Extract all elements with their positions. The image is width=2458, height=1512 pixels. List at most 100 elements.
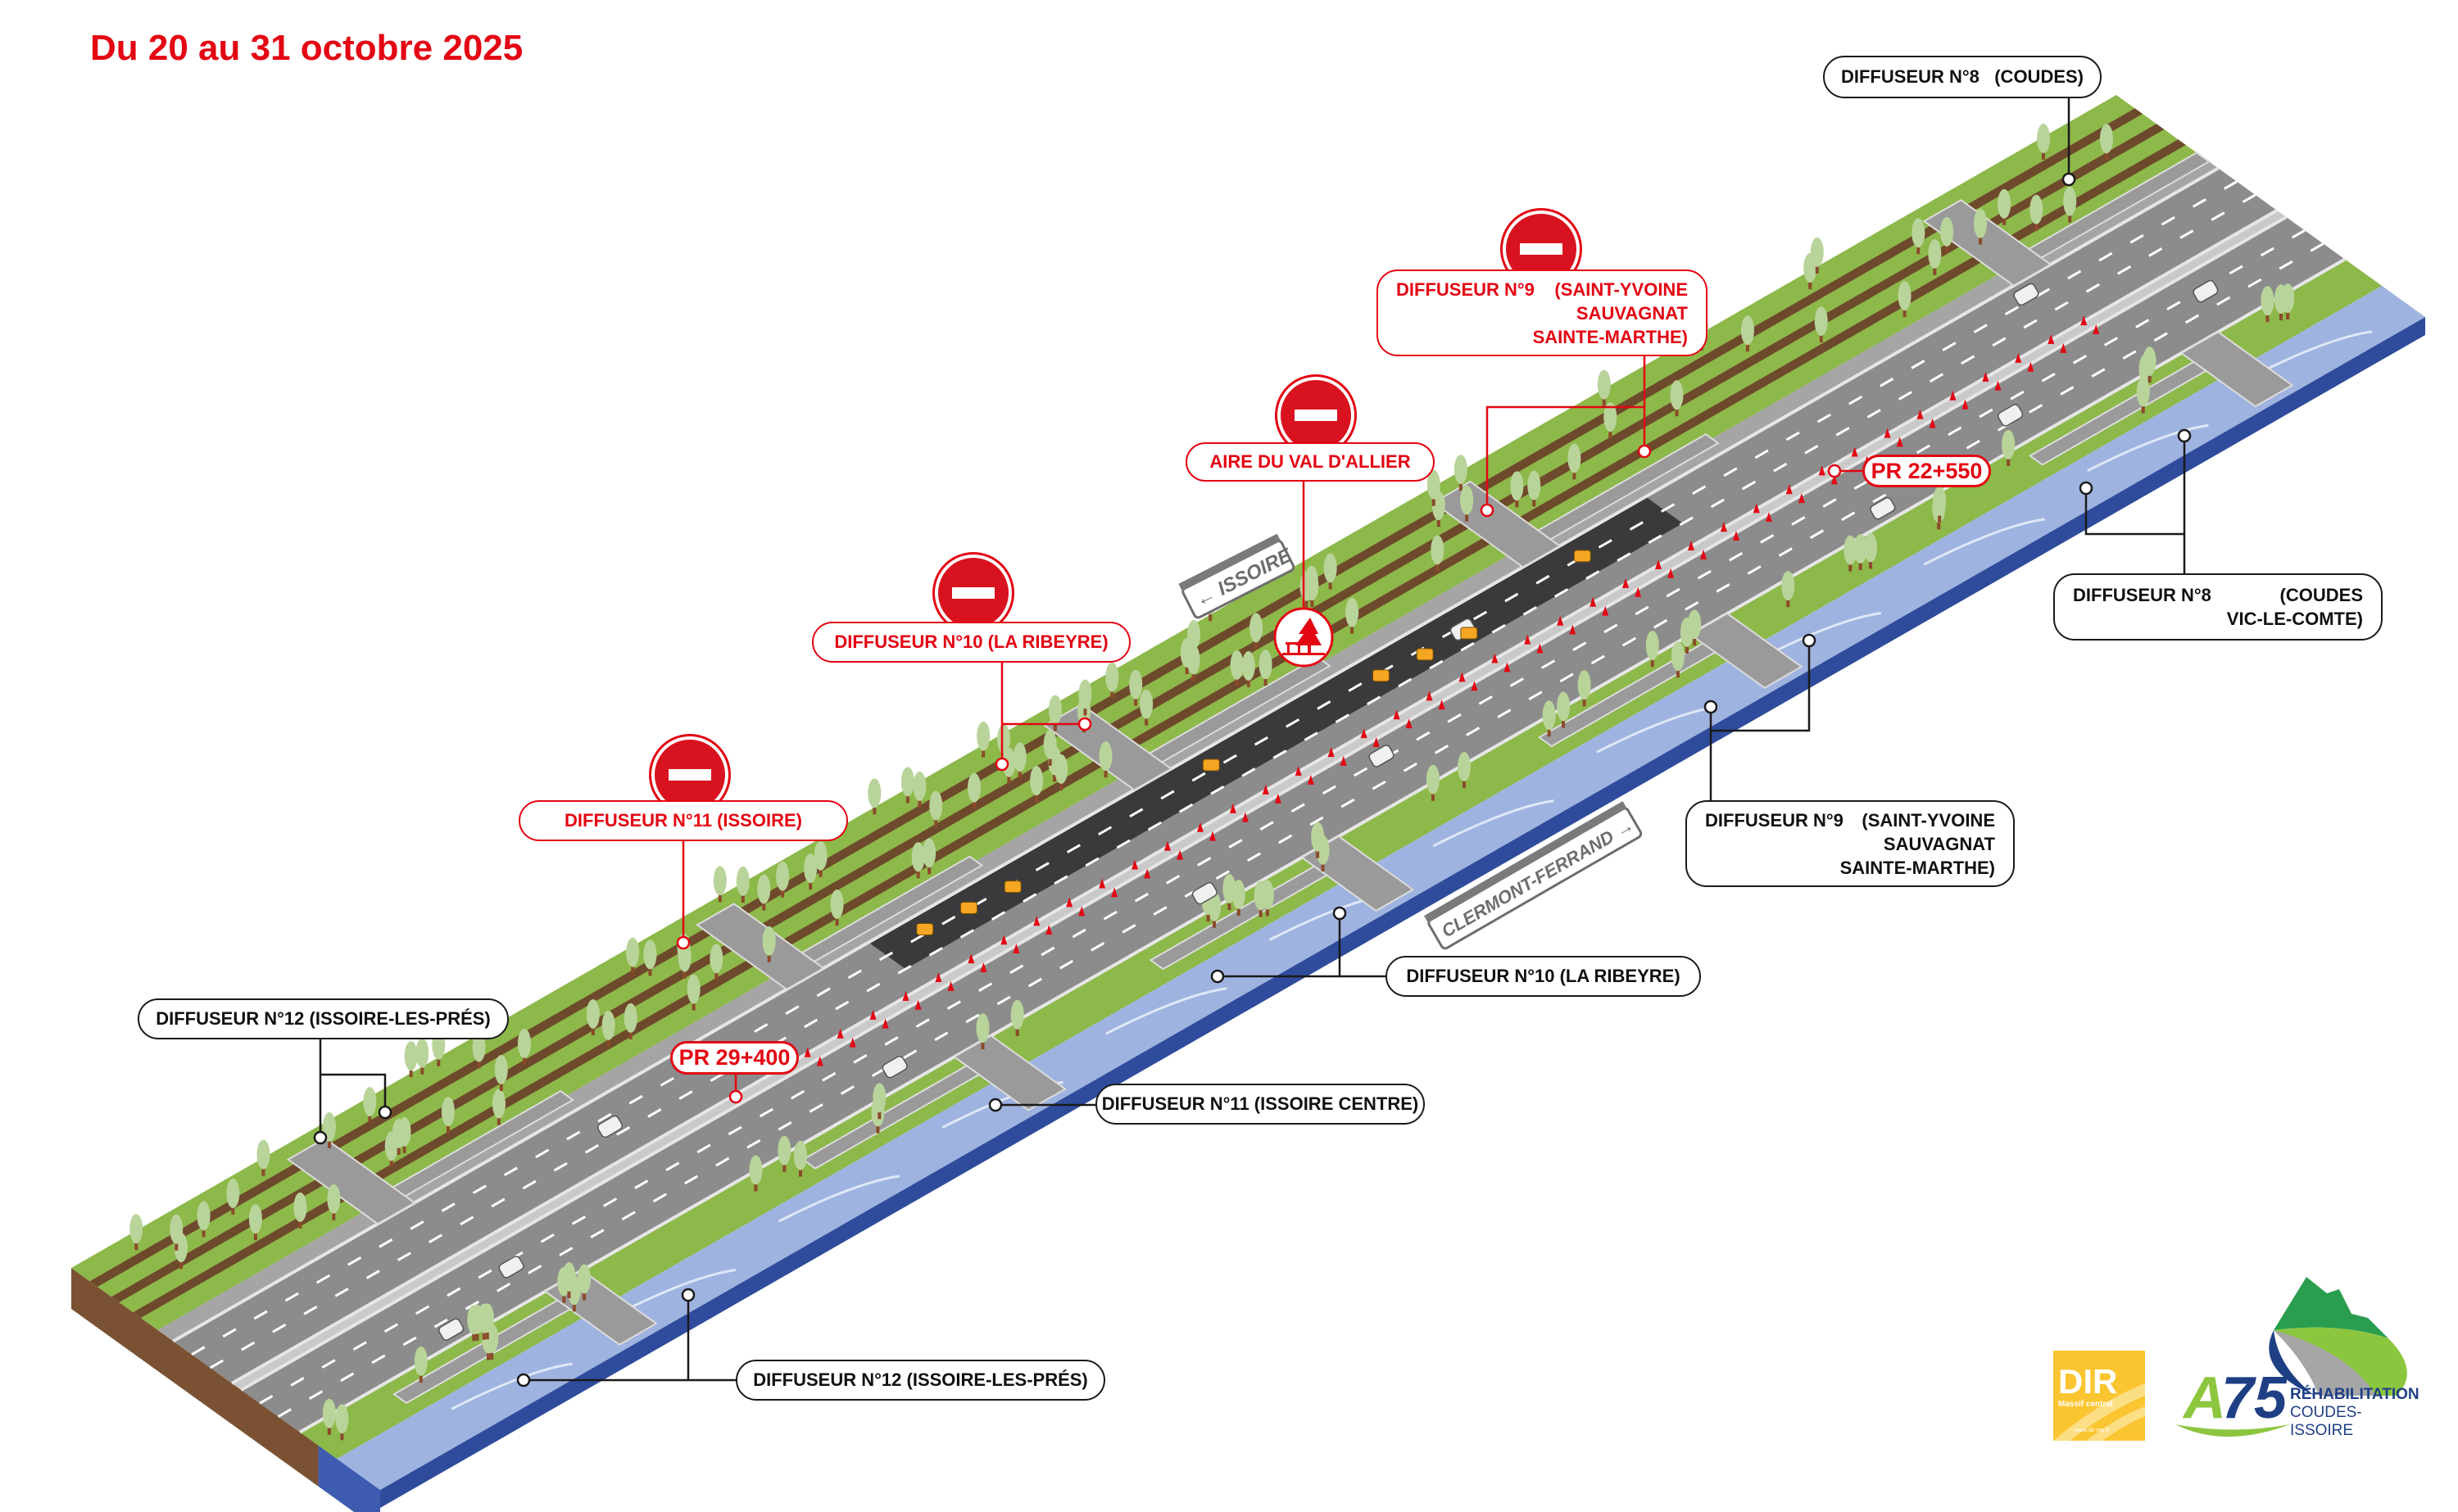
tree-crown (415, 1038, 429, 1068)
traffic-cone (1720, 522, 1727, 532)
tree-trunk (1431, 496, 1435, 506)
line2: SAUVAGNAT (1883, 833, 1995, 854)
tree (868, 778, 882, 815)
tree (1577, 670, 1591, 707)
tree-trunk (261, 1166, 265, 1176)
tree (480, 1303, 494, 1340)
tree-crown (1426, 469, 1440, 500)
tree-crown (1129, 669, 1143, 699)
traffic-cone (1557, 615, 1564, 626)
tree-trunk (1693, 636, 1697, 646)
tree-trunk (482, 1329, 486, 1340)
tree-crown (923, 838, 936, 868)
tree (1186, 645, 1200, 681)
date-range-title: Du 20 au 31 octobre 2025 (90, 28, 524, 68)
tree-trunk (1328, 579, 1332, 590)
a75-logo-a: A (2184, 1365, 2226, 1431)
tree-trunk (298, 1218, 302, 1229)
tree-trunk (1608, 428, 1612, 439)
construction-machine (1460, 627, 1478, 640)
tree (976, 1013, 990, 1050)
north-shoulder (157, 156, 2219, 1342)
vehicle (596, 1115, 624, 1139)
tree (624, 1003, 637, 1039)
tree (1603, 402, 1617, 439)
tree-trunk (1015, 1025, 1019, 1036)
tree-trunk (1304, 597, 1308, 608)
traffic-cone (1884, 428, 1891, 438)
traffic-cone (882, 1018, 889, 1029)
tree-trunk (485, 1329, 489, 1340)
road-edge-line (240, 215, 2288, 1392)
location-dot (516, 1373, 531, 1388)
tree-trunk (490, 1349, 494, 1360)
interchange-slip-road-south (392, 1299, 572, 1405)
tree (256, 1139, 270, 1176)
tree (687, 974, 701, 1011)
tree-crown (1426, 764, 1440, 794)
tree-trunk (368, 1113, 372, 1124)
slab-side-earth (71, 1268, 319, 1487)
tree-crown (1043, 729, 1057, 759)
tree (2281, 283, 2295, 320)
tree-crown (643, 939, 657, 970)
tree (1814, 306, 1828, 343)
line1: (SAINT-YVOINE (1554, 278, 1688, 300)
tree (392, 1118, 406, 1155)
tree-crown (1105, 662, 1119, 692)
river-ripple (1105, 987, 1227, 1035)
traffic-cone (1602, 605, 1609, 616)
tree-trunk (876, 1123, 880, 1134)
tree (2261, 286, 2274, 323)
tree-trunk (2034, 220, 2039, 231)
tree-crown (1974, 208, 1988, 238)
tree (1998, 188, 2011, 225)
tree (2037, 123, 2051, 160)
tree-trunk (1191, 671, 1195, 681)
traffic-cone (2060, 342, 2067, 353)
tree-trunk (628, 1029, 633, 1039)
interchange-slip-road-north (2027, 152, 2211, 259)
tree-crown (757, 874, 771, 904)
tree-trunk (1254, 639, 1258, 650)
tree-trunk (1321, 861, 1325, 871)
tree-trunk (1018, 768, 1022, 779)
tree-trunk (1547, 727, 1551, 737)
river-ripple (2087, 423, 2209, 473)
tree-crown (1898, 281, 1912, 311)
tree-trunk (1685, 643, 1689, 654)
tree-crown (1260, 880, 1274, 910)
tree-trunk (1532, 496, 1536, 507)
construction-machine (1372, 669, 1390, 682)
tree-crown (1099, 741, 1113, 772)
tree-crown (2063, 186, 2077, 216)
tree-trunk (179, 1259, 183, 1270)
tree (923, 838, 936, 875)
interchange-slip-road-north (800, 855, 984, 963)
tree-crown (868, 778, 882, 808)
leader-line (1711, 641, 1811, 732)
tree (830, 890, 844, 926)
construction-machine (1573, 550, 1591, 563)
tree (1241, 650, 1255, 687)
tree (1864, 532, 1878, 569)
tree (1129, 669, 1143, 706)
traffic-cone (914, 999, 922, 1010)
tree (404, 1041, 418, 1078)
tree-crown (492, 1089, 506, 1119)
tree-crown (749, 1155, 763, 1185)
tree-crown (363, 1087, 377, 1117)
a75-logo-number: 75 (2221, 1365, 2288, 1431)
ground-layer (71, 95, 2426, 1512)
traffic-cone (1569, 624, 1576, 635)
traffic-cone (1785, 484, 1793, 495)
construction-machine (1416, 648, 1434, 661)
location-dot (2061, 172, 2076, 187)
pr-start-marker: PR 29+400 (670, 1041, 799, 1075)
tree-trunk (631, 963, 635, 974)
tree (1853, 534, 1867, 571)
tree-trunk (2286, 310, 2290, 320)
traffic-cone (816, 1056, 823, 1066)
traffic-cone (1635, 586, 1642, 597)
tree-crown (1030, 766, 1044, 796)
